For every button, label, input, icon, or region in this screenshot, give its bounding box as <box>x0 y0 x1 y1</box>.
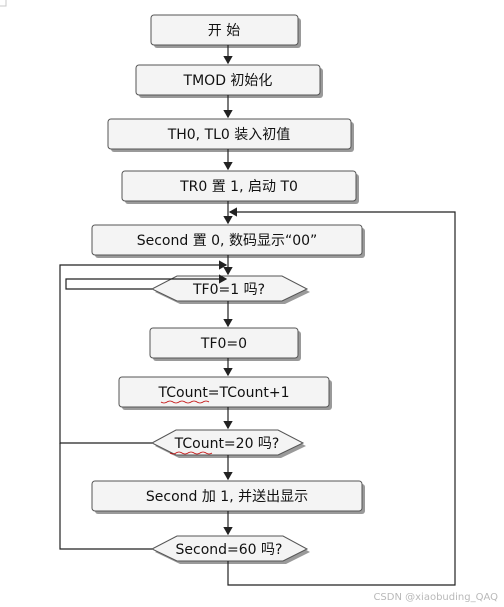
tf0-check-label: TF0=1 吗? <box>192 282 265 298</box>
spellcheck-underline <box>169 451 213 455</box>
th0-tl0-label: TH0, TL0 装入初值 <box>167 126 291 143</box>
tr0-start-label: TR0 置 1, 启动 T0 <box>179 179 298 195</box>
tf0-clear-node: TF0=0 <box>149 327 299 359</box>
tcount-increment-node: TCount=TCount+1 <box>118 376 330 408</box>
tcount-check-decision: TCount=20 吗? <box>150 429 305 456</box>
loop-tf0-no <box>65 274 228 290</box>
tcount-increment-label: TCount=TCount+1 <box>158 385 290 401</box>
corner-mark <box>0 0 7 7</box>
second-reset-node: Second 置 0, 数码显示“00” <box>91 224 363 256</box>
tmod-init-label: TMOD 初始化 <box>183 72 273 89</box>
tr0-start-node: TR0 置 1, 启动 T0 <box>121 170 357 202</box>
loop-tcount-no <box>59 260 228 444</box>
loop-second-no <box>59 443 152 550</box>
loop-second-yes <box>227 207 456 586</box>
tf0-check-decision: TF0=1 吗? <box>150 275 309 302</box>
second-check-label: Second=60 吗? <box>176 542 283 558</box>
spellcheck-underline <box>160 400 210 404</box>
th0-tl0-node: TH0, TL0 装入初值 <box>107 118 352 150</box>
start-label: 开 始 <box>208 23 240 39</box>
second-reset-label: Second 置 0, 数码显示“00” <box>137 233 318 249</box>
tmod-init-node: TMOD 初始化 <box>135 64 321 96</box>
second-check-decision: Second=60 吗? <box>150 535 309 562</box>
second-increment-node: Second 加 1, 并送出显示 <box>91 480 363 512</box>
second-increment-label: Second 加 1, 并送出显示 <box>146 489 308 505</box>
tf0-clear-label: TF0=0 <box>200 336 247 352</box>
watermark: CSDN @xiaobuding_QAQ <box>373 592 498 603</box>
tcount-check-label: TCount=20 吗? <box>174 436 280 452</box>
start-node: 开 始 <box>150 14 299 46</box>
